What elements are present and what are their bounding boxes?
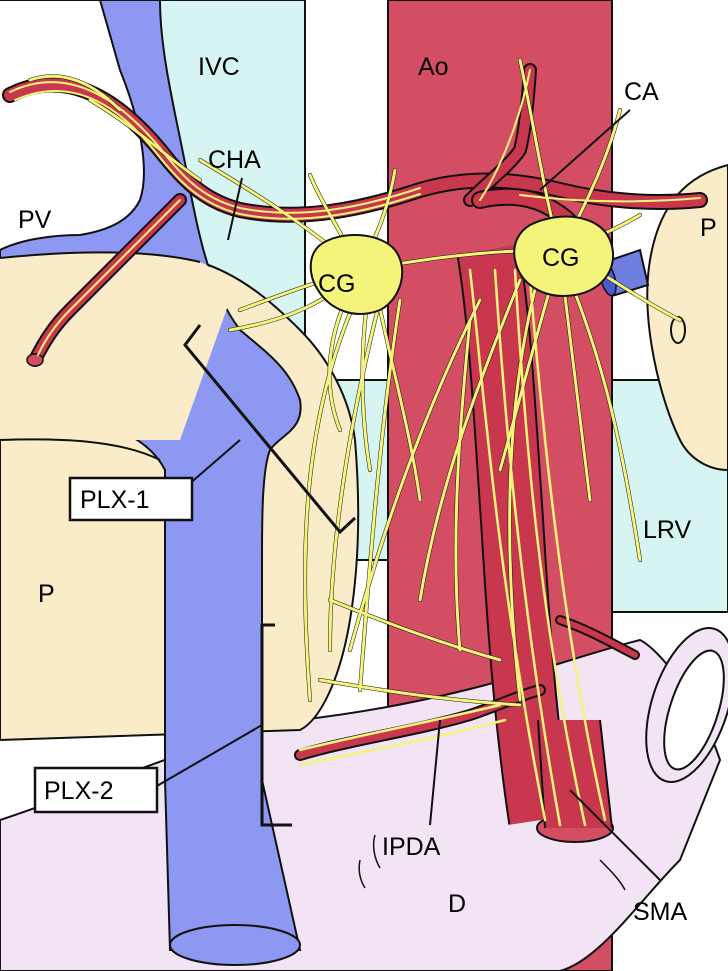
label-ao: Ao [418,53,449,81]
label-p-right: P [700,214,717,242]
label-lrv: LRV [643,516,692,544]
label-sma: SMA [633,898,688,926]
label-cg-left: CG [318,270,356,298]
label-plx2: PLX-2 [44,777,113,805]
smv-end [170,925,300,965]
label-ca: CA [624,78,659,106]
label-p-left: P [38,580,55,608]
label-pv: PV [18,206,52,234]
label-cg-right: CG [542,244,580,272]
label-d: D [448,890,466,918]
label-cha: CHA [208,146,261,174]
gda-end [27,354,43,366]
label-ipda: IPDA [382,833,441,861]
label-ivc: IVC [198,53,240,81]
label-plx1: PLX-1 [80,486,149,514]
